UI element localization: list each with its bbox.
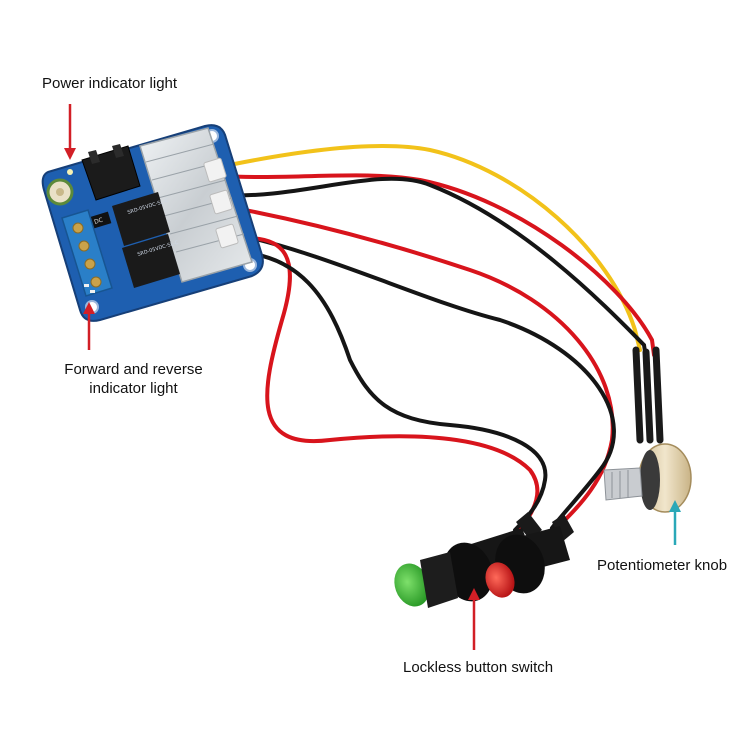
red-wire-pot: [216, 173, 656, 357]
arrow-lockless-button: [468, 588, 480, 650]
label-power-indicator: Power indicator light: [42, 75, 178, 92]
connector-middle: [209, 189, 233, 215]
label-lockless-button-switch: Lockless button switch: [403, 659, 554, 676]
controller-board: SRD-05VDC-SL-C SRD-05VDC-SL-C DC: [41, 124, 264, 322]
red-wire-green-button: [224, 236, 540, 532]
forward-led: [84, 284, 89, 287]
wire-harness: [213, 144, 656, 532]
label-potentiometer-knob: Potentiometer knob: [597, 557, 728, 574]
black-wire-pot: [218, 176, 648, 360]
black-wire-green-button: [224, 249, 548, 532]
label-forward-reverse-indicator: Forward and reverse indicator light: [26, 360, 241, 398]
red-push-button: [485, 514, 574, 598]
svg-text:DC: DC: [93, 217, 103, 226]
relay-upper: SRD-05VDC-SL-C: [112, 192, 170, 246]
black-wire-red-button: [222, 230, 616, 530]
reverse-led: [90, 290, 95, 293]
connector-top: [203, 157, 227, 183]
arrow-potentiometer: [669, 500, 681, 545]
red-wire-red-button: [222, 204, 615, 527]
power-led: [67, 169, 73, 175]
connector-bottom: [215, 223, 239, 249]
yellow-wire: [213, 144, 642, 352]
relay-lower: SRD-05VDC-SL-C: [122, 234, 180, 288]
potentiometer: [603, 346, 692, 513]
label-forward-reverse-line1: Forward and reverse: [64, 361, 203, 378]
screw-terminal: [61, 209, 113, 297]
label-forward-reverse-line2: indicator light: [89, 380, 178, 397]
arrow-power-indicator: [64, 104, 76, 160]
arrow-forward-reverse: [83, 302, 95, 350]
potentiometer-shaft: [603, 467, 643, 501]
